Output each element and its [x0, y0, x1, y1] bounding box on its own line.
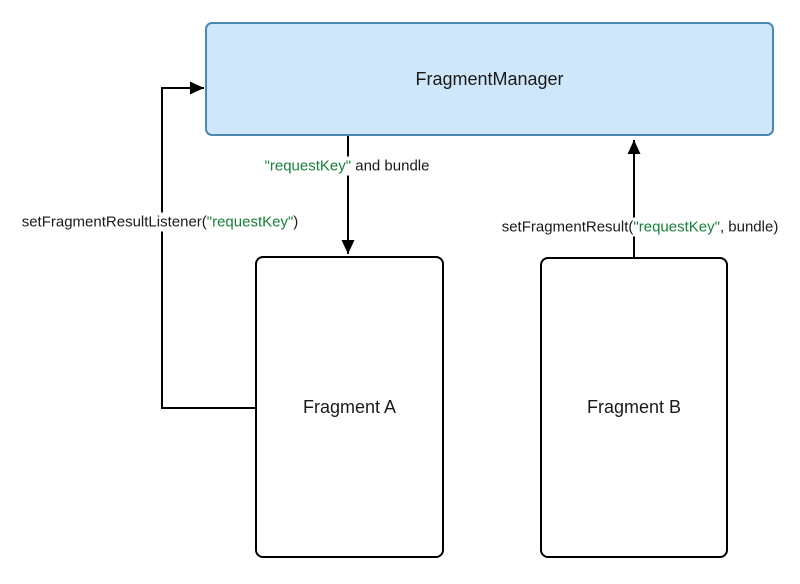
node-fragment-manager-label: FragmentManager — [415, 68, 564, 89]
request-key-literal: "requestKey" — [206, 213, 294, 231]
node-fragment-b: Fragment B — [540, 257, 728, 558]
arrow-listener-registration — [161, 81, 255, 409]
edge-label-set-result: setFragmentResult("requestKey", bundle) — [497, 217, 783, 237]
edge-label-rest: and bundle — [351, 157, 430, 175]
edge-label-pre: setFragmentResult( — [501, 218, 634, 236]
edge-label-result-delivery: "requestKey" and bundle — [260, 156, 434, 176]
edge-label-listener-registration: setFragmentResultListener("requestKey") — [17, 212, 303, 232]
edge-label-post: , bundle) — [719, 218, 779, 236]
edge-label-pre: setFragmentResultListener( — [21, 213, 207, 231]
node-fragment-manager: FragmentManager — [205, 22, 774, 136]
edge-label-post: ) — [293, 213, 299, 231]
node-fragment-a-label: Fragment A — [302, 396, 397, 417]
node-fragment-b-label: Fragment B — [586, 397, 682, 417]
request-key-literal: "requestKey" — [633, 218, 720, 236]
node-fragment-a: Fragment A — [255, 256, 444, 558]
request-key-literal: "requestKey" — [264, 157, 352, 175]
